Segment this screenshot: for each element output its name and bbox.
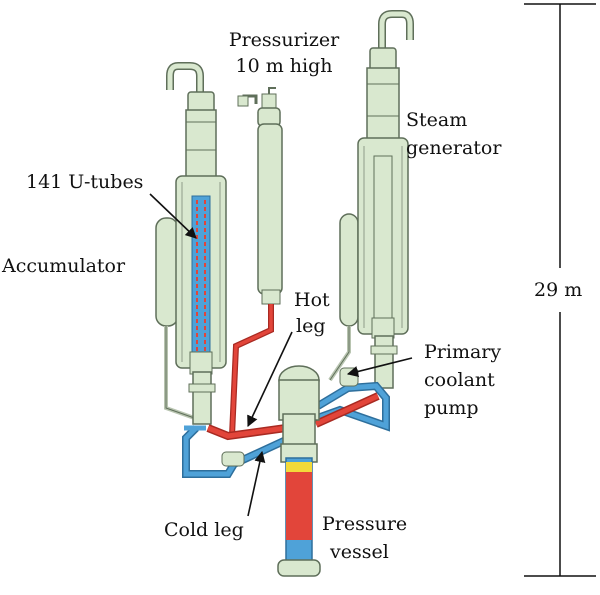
accumulator-right <box>328 213 359 382</box>
accumulator-label: Accumulator <box>1 255 126 277</box>
steam-generator-label-2: generator <box>406 137 502 159</box>
steam-generator-left <box>166 62 227 425</box>
steam-generator-label: Steam <box>406 109 467 131</box>
height-dimension <box>524 3 596 577</box>
primary-pump-label-3: pump <box>424 397 479 419</box>
pressurizer <box>229 87 283 437</box>
pressure-vessel <box>277 365 321 577</box>
cold-leg-arrow <box>247 450 266 517</box>
height-label: 29 m <box>534 279 582 301</box>
u-tubes-arrow <box>149 193 197 239</box>
cold-leg-left <box>182 425 288 478</box>
primary-pump-label: Primary <box>424 341 501 363</box>
u-tubes-label: 141 U-tubes <box>26 171 143 193</box>
hot-leg-label-2: leg <box>296 315 325 337</box>
pressurizer-label: Pressurizer <box>229 29 340 51</box>
pressure-vessel-label-2: vessel <box>329 541 389 563</box>
pressurizer-height-label: 10 m high <box>236 55 333 77</box>
cold-leg-pump-left <box>221 451 245 467</box>
primary-pump-arrow <box>346 357 413 377</box>
steam-generator-right <box>357 10 414 389</box>
hot-leg <box>184 392 380 441</box>
primary-coolant-pump <box>339 367 359 387</box>
hot-leg-label: Hot <box>294 289 330 311</box>
hot-leg-arrow <box>247 331 293 428</box>
pressure-vessel-label: Pressure <box>322 513 407 535</box>
primary-pump-label-2: coolant <box>424 369 495 391</box>
cold-leg-label: Cold leg <box>164 519 244 541</box>
